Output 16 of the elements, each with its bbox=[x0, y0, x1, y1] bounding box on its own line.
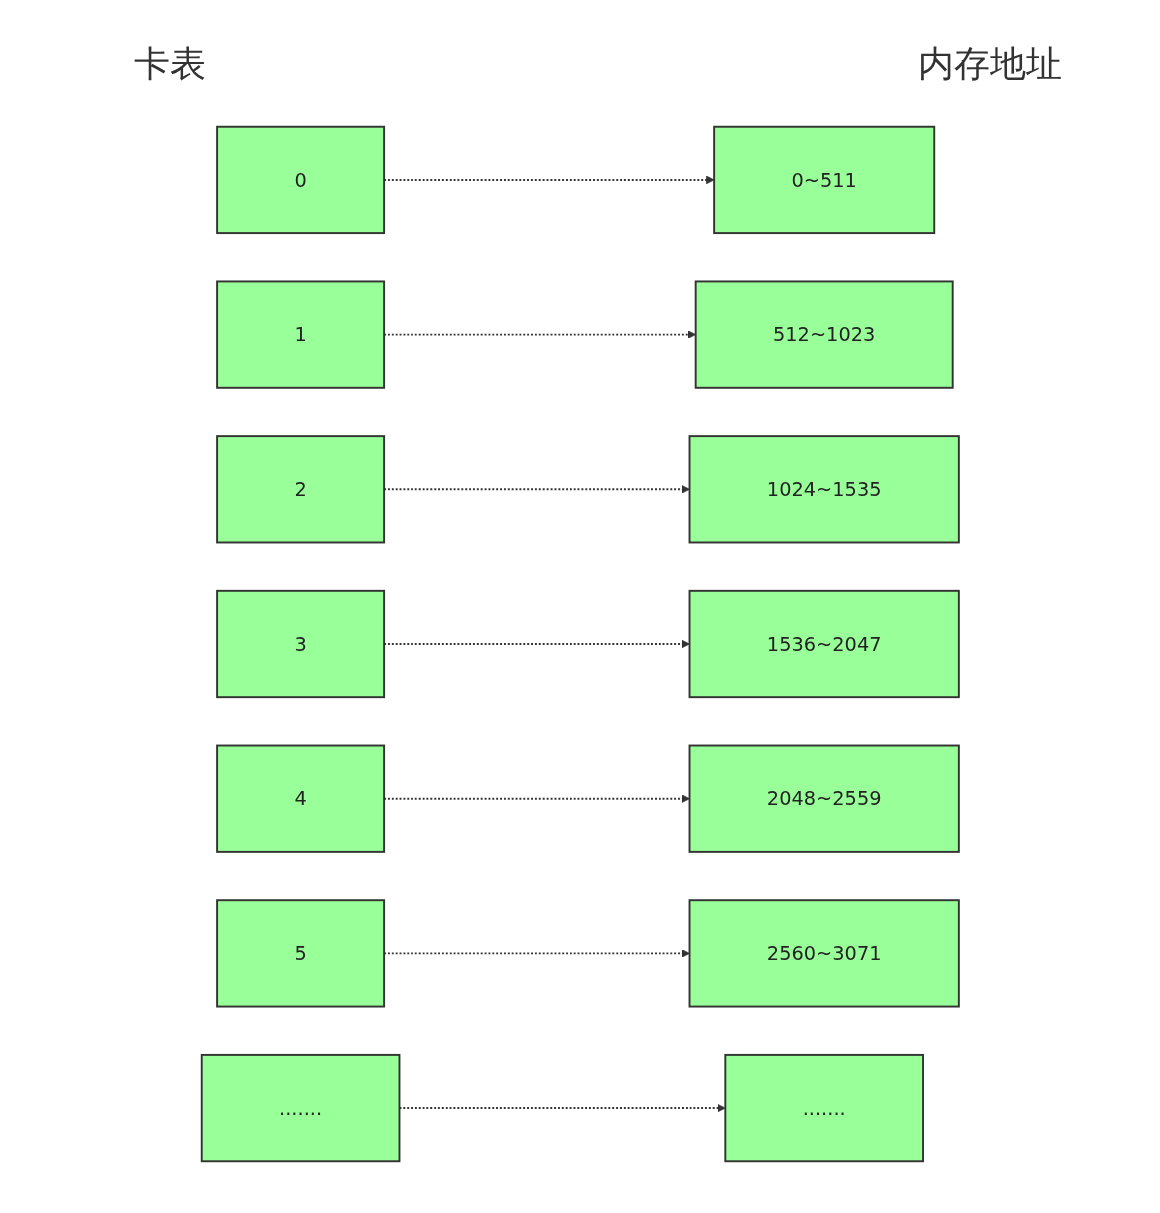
node-box: 5 bbox=[215, 899, 385, 1008]
column-heading: 卡表 bbox=[133, 42, 207, 86]
node-box: ....... bbox=[200, 1053, 401, 1163]
node-box: 0 bbox=[215, 125, 385, 235]
node-box: 512~1023 bbox=[694, 280, 954, 389]
node-box: 1 bbox=[215, 280, 385, 389]
column-heading: 内存地址 bbox=[917, 42, 1063, 86]
node-box: ....... bbox=[724, 1053, 924, 1163]
node-box: 3 bbox=[215, 589, 385, 699]
node-box: 1536~2047 bbox=[688, 589, 960, 699]
node-box: 1024~1535 bbox=[688, 435, 960, 544]
node-box: 2048~2559 bbox=[688, 744, 960, 853]
node-box: 4 bbox=[215, 744, 385, 853]
node-box: 2 bbox=[215, 435, 385, 544]
node-box: 0~511 bbox=[712, 125, 935, 235]
node-box: 2560~3071 bbox=[688, 899, 960, 1008]
